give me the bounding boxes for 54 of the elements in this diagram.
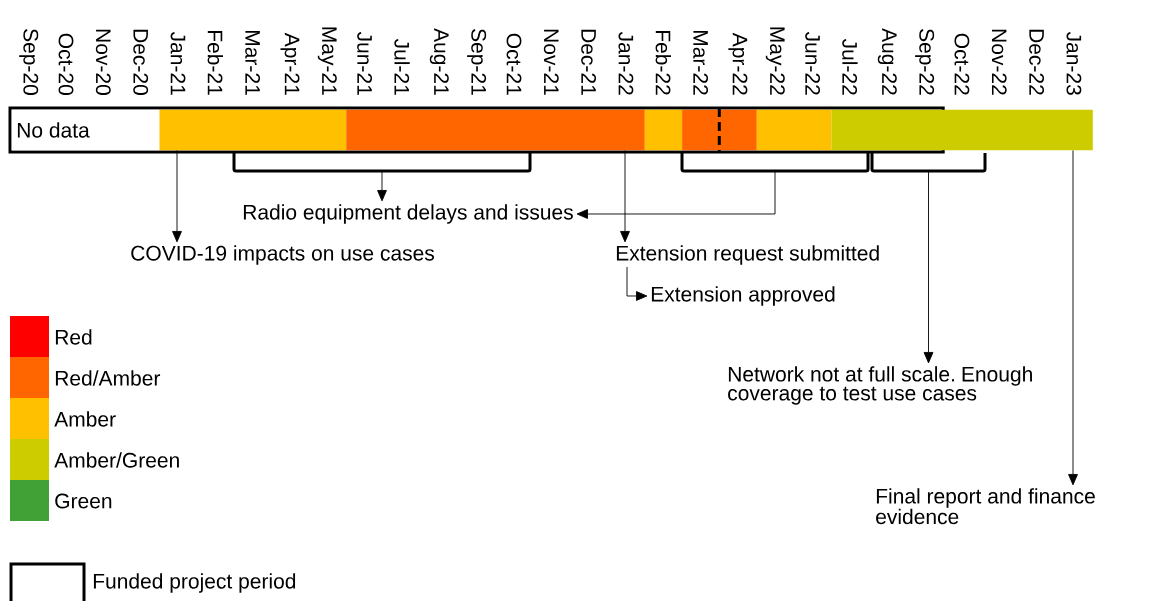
month-label: Oct-21: [506, 33, 522, 95]
timeline-segment: [346, 109, 645, 151]
month-label: Dec-21: [581, 29, 597, 95]
arrow: [626, 266, 648, 301]
bracket: [232, 153, 532, 173]
month-label: May-22: [765, 27, 785, 95]
month-label: Nov-21: [543, 29, 559, 95]
month-label: Jan-22: [618, 31, 634, 95]
legend-label: Amber: [54, 411, 116, 427]
month-label: Mar-21: [245, 31, 261, 95]
legend-label: Red: [55, 329, 92, 345]
arrow: [923, 170, 934, 364]
timeline-segment: [831, 109, 1093, 151]
timeline-segment: [682, 109, 757, 151]
annotation-text: COVID-19 impacts on use cases: [131, 245, 435, 265]
month-label: May-21: [317, 27, 337, 95]
legend-label: Red/Amber: [55, 370, 161, 386]
arrow: [620, 150, 630, 243]
month-label: Jan-21: [170, 31, 186, 95]
bracket: [870, 153, 987, 173]
month-label: Feb-21: [207, 31, 223, 95]
timeline-segment: [644, 109, 683, 151]
timeline-segment: No data: [11, 109, 160, 151]
bracket: [680, 153, 870, 173]
month-label: Aug-21: [429, 28, 449, 95]
month-label: Nov-22: [991, 29, 1007, 95]
month-label: Nov-20: [95, 29, 111, 95]
month-label: Mar-22: [693, 31, 709, 95]
month-label: Oct-22: [954, 33, 970, 95]
annotation-text: Extension request submitted: [616, 245, 879, 265]
month-label: Jul-21: [394, 38, 410, 95]
timeline-segment: [756, 109, 832, 151]
month-label: Jun-22: [805, 31, 821, 95]
month-label: Feb-22: [655, 31, 671, 95]
month-label: Dec-20: [133, 29, 149, 95]
arrow: [172, 150, 182, 243]
month-label: Jun-21: [357, 31, 373, 95]
month-label: Sep-21: [467, 29, 487, 95]
month-label: Sep-22: [915, 29, 935, 95]
annotation-text: Final report and finance evidence: [876, 488, 1095, 525]
month-label: Aug-22: [877, 28, 897, 95]
annotation-text: Radio equipment delays and issues: [243, 204, 573, 224]
annotation-text: Extension approved: [651, 286, 835, 306]
legend-label: Amber/Green: [54, 452, 179, 468]
annotation-text: Network not at full scale. Enough coverage to test use cases: [728, 366, 1032, 405]
legend-label: Green: [55, 493, 112, 509]
arrow: [377, 170, 387, 202]
month-label: Jul-22: [842, 38, 858, 95]
arrow: [1068, 150, 1078, 486]
timeline-segment: [159, 109, 347, 151]
month-label: Apr-22: [728, 32, 748, 95]
legend-label: Funded project period: [93, 573, 296, 593]
arrow: [576, 170, 776, 219]
month-label: Apr-21: [280, 32, 300, 95]
